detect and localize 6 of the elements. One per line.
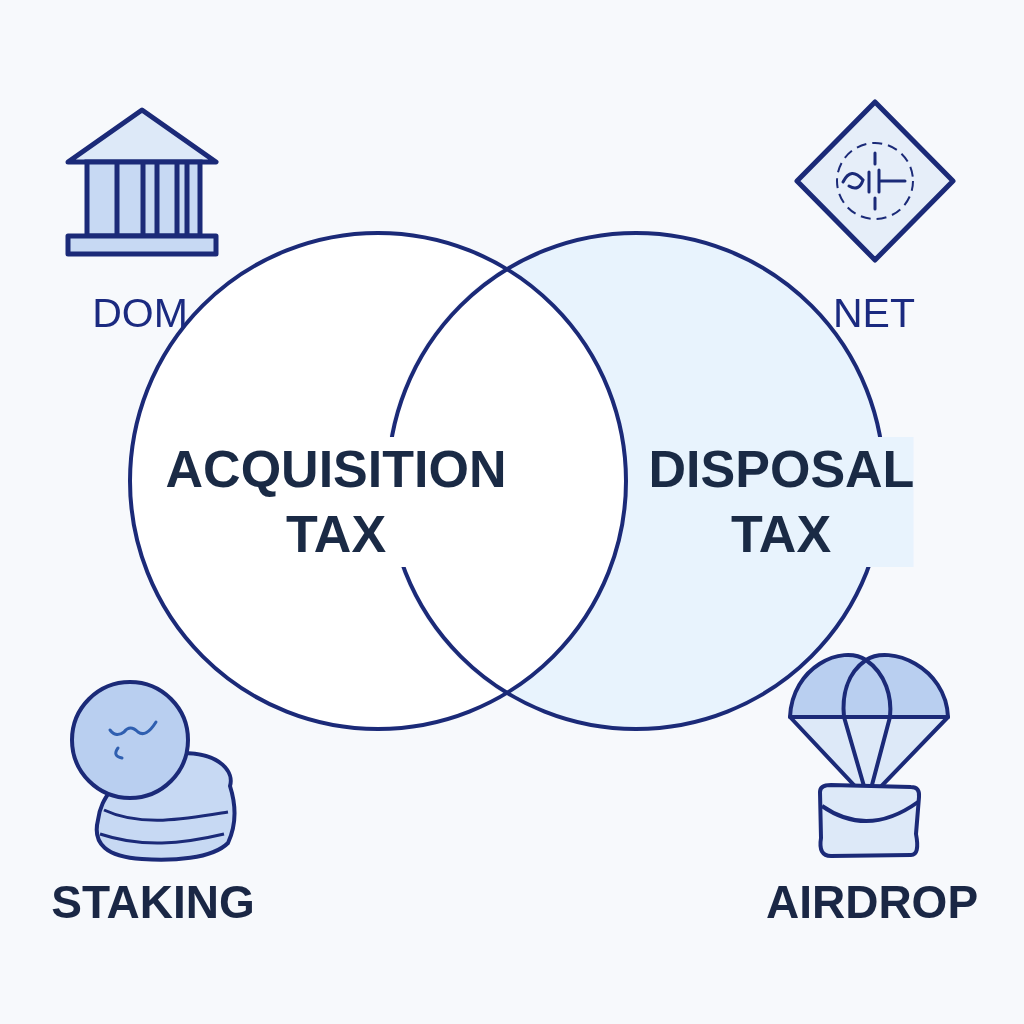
circle-label: ACQUISITION TAX bbox=[165, 437, 507, 567]
icon-caption: DOM bbox=[92, 293, 188, 334]
circle-label: DISPOSAL TAX bbox=[648, 437, 914, 567]
icon-caption: NET bbox=[833, 293, 915, 334]
icon-caption: STAKING bbox=[51, 879, 255, 925]
icon-caption: AIRDROP bbox=[765, 879, 979, 925]
